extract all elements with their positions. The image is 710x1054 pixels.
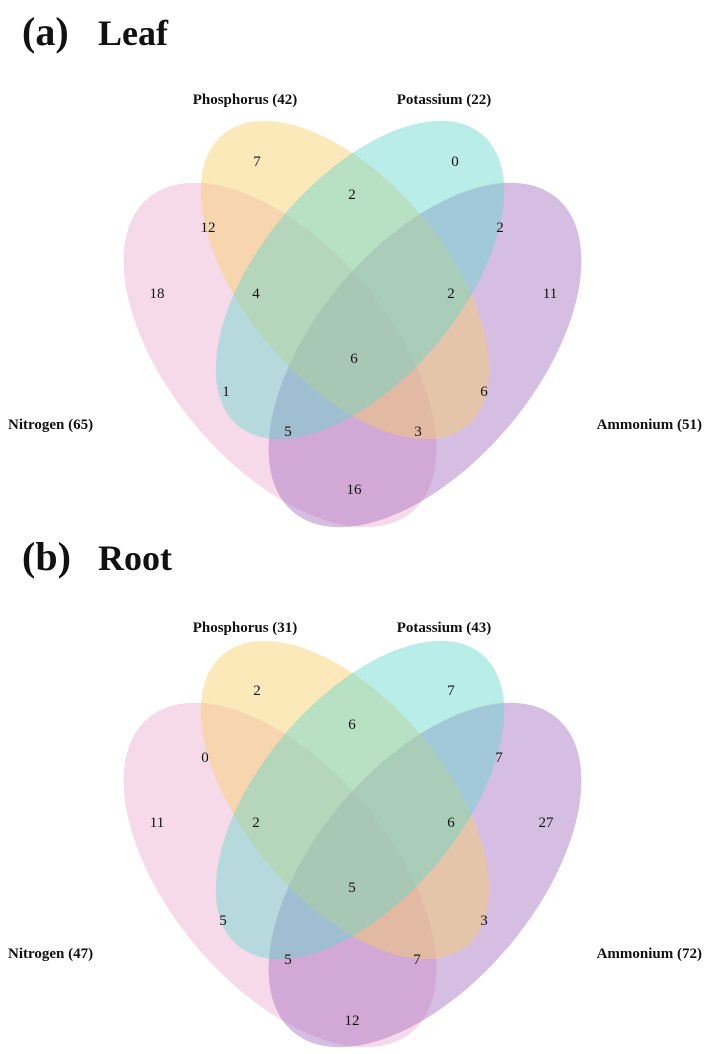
panel-leaf: (a) Leaf Phosphorus (42) Potassium (22) … bbox=[8, 9, 702, 528]
potassium-set-ellipse bbox=[215, 120, 505, 440]
region-count-np: 12 bbox=[201, 220, 216, 236]
set-labels-root: Phosphorus (31) Potassium (43) Nitrogen … bbox=[8, 620, 702, 962]
panel-letter: (b) bbox=[22, 534, 71, 579]
nitrogen-set-ellipse bbox=[123, 182, 437, 528]
region-count-k: 0 bbox=[451, 154, 459, 170]
region-count-nk: 5 bbox=[219, 913, 227, 929]
phosphorus-label: Phosphorus (42) bbox=[193, 92, 298, 108]
venn-diagram-root bbox=[123, 640, 582, 1048]
region-count-pa: 3 bbox=[480, 913, 488, 929]
ammonium-label: Ammonium (72) bbox=[597, 946, 702, 962]
region-count-a: 27 bbox=[539, 815, 555, 831]
region-count-pa: 6 bbox=[480, 384, 488, 400]
nitrogen-label: Nitrogen (65) bbox=[8, 417, 93, 433]
region-count-nka: 5 bbox=[284, 424, 292, 440]
region-counts-leaf: 7 0 2 12 2 18 4 2 11 6 1 6 5 3 16 bbox=[150, 154, 558, 498]
nitrogen-label: Nitrogen (47) bbox=[8, 946, 93, 962]
region-count-na: 16 bbox=[347, 482, 363, 498]
region-count-pka: 2 bbox=[447, 286, 455, 302]
potassium-label: Potassium (43) bbox=[397, 620, 492, 636]
region-count-p: 2 bbox=[253, 683, 261, 699]
region-count-pk: 2 bbox=[348, 187, 356, 203]
region-count-ka: 2 bbox=[496, 220, 504, 236]
region-count-npa: 3 bbox=[414, 424, 422, 440]
region-count-pk: 6 bbox=[348, 717, 356, 733]
venn-diagram-leaf bbox=[123, 120, 582, 528]
region-count-k: 7 bbox=[447, 683, 455, 699]
region-count-npk: 2 bbox=[252, 815, 260, 831]
nitrogen-set-ellipse bbox=[123, 702, 437, 1048]
phosphorus-set-ellipse bbox=[200, 120, 490, 440]
region-count-npa: 7 bbox=[413, 952, 421, 968]
region-count-n: 11 bbox=[150, 815, 164, 831]
phosphorus-set-ellipse bbox=[200, 640, 490, 960]
region-counts-root: 2 7 6 0 7 11 2 6 27 5 5 3 5 7 12 bbox=[150, 683, 554, 1029]
region-count-np: 0 bbox=[201, 750, 209, 766]
panel-title: Root bbox=[98, 538, 172, 578]
potassium-set-ellipse bbox=[215, 640, 505, 960]
region-count-npk: 4 bbox=[252, 286, 260, 302]
set-labels-leaf: Phosphorus (42) Potassium (22) Nitrogen … bbox=[8, 92, 702, 433]
region-count-p: 7 bbox=[253, 154, 261, 170]
panel-root: (b) Root Phosphorus (31) Potassium (43) … bbox=[8, 534, 702, 1048]
ammonium-set-ellipse bbox=[268, 702, 582, 1048]
region-count-nk: 1 bbox=[222, 384, 230, 400]
region-count-nka: 5 bbox=[284, 952, 292, 968]
region-count-n: 18 bbox=[150, 286, 165, 302]
ammonium-set-ellipse bbox=[268, 182, 582, 528]
region-count-npka: 5 bbox=[348, 880, 356, 896]
region-count-ka: 7 bbox=[495, 750, 503, 766]
region-count-na: 12 bbox=[345, 1013, 360, 1029]
potassium-label: Potassium (22) bbox=[397, 92, 492, 108]
phosphorus-label: Phosphorus (31) bbox=[193, 620, 298, 636]
panel-letter: (a) bbox=[22, 9, 69, 54]
region-count-npka: 6 bbox=[350, 351, 358, 367]
ammonium-label: Ammonium (51) bbox=[597, 417, 702, 433]
panel-title: Leaf bbox=[98, 13, 169, 53]
region-count-pka: 6 bbox=[447, 815, 455, 831]
region-count-a: 11 bbox=[543, 286, 557, 302]
